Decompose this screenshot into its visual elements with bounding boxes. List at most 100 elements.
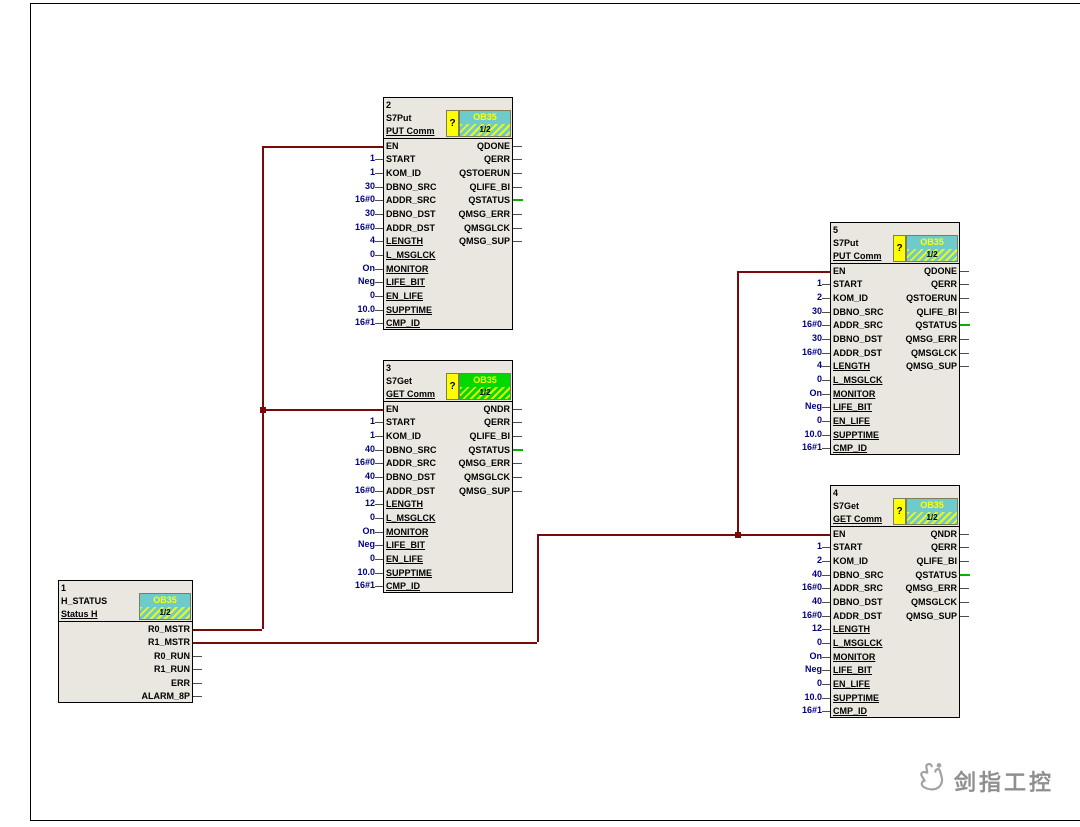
pin-value-dbno_dst[interactable]: 30	[776, 333, 822, 344]
pin-value-cmp_id[interactable]: 16#1	[329, 317, 375, 328]
wire-segment[interactable]	[537, 534, 830, 536]
pin-value-dbno_dst[interactable]: 30	[329, 208, 375, 219]
input-pin-en_life[interactable]: EN_LIFE	[831, 416, 870, 426]
output-pin-r0_run[interactable]: R0_RUN	[154, 651, 192, 661]
pin-value-addr_src[interactable]: 16#0	[776, 319, 822, 330]
pin-value-monitor[interactable]: On	[776, 651, 822, 662]
input-pin-length[interactable]: LENGTH	[384, 499, 423, 509]
input-pin-supptime[interactable]: SUPPTIME	[384, 305, 432, 315]
pin-value-kom_id[interactable]: 2	[776, 555, 822, 566]
input-pin-en[interactable]: EN	[831, 529, 846, 539]
task-badge[interactable]: ?OB351/2	[446, 110, 511, 137]
output-pin-qmsg_err[interactable]: QMSG_ERR	[905, 334, 959, 344]
output-pin-qmsglck[interactable]: QMSGLCK	[464, 223, 512, 233]
wire-segment[interactable]	[262, 409, 383, 411]
input-pin-en_life[interactable]: EN_LIFE	[384, 291, 423, 301]
pin-value-addr_dst[interactable]: 16#0	[776, 347, 822, 358]
output-pin-qerr[interactable]: QERR	[931, 279, 959, 289]
pin-value-supptime[interactable]: 10.0	[329, 567, 375, 578]
input-pin-en_life[interactable]: EN_LIFE	[384, 554, 423, 564]
block-5[interactable]: 5S7PutPUT Comm?OB351/2ENQDONESTARTQERRKO…	[830, 222, 960, 455]
pin-value-l_msglck[interactable]: 0	[776, 637, 822, 648]
pin-value-dbno_src[interactable]: 40	[776, 569, 822, 580]
task-badge[interactable]: ?OB351/2	[893, 498, 958, 525]
pin-value-length[interactable]: 12	[329, 498, 375, 509]
output-pin-qmsg_sup[interactable]: QMSG_SUP	[906, 361, 959, 371]
wire-segment[interactable]	[737, 271, 830, 273]
pin-value-cmp_id[interactable]: 16#1	[776, 705, 822, 716]
input-pin-addr_src[interactable]: ADDR_SRC	[831, 320, 883, 330]
output-pin-qmsglck[interactable]: QMSGLCK	[911, 597, 959, 607]
input-pin-supptime[interactable]: SUPPTIME	[831, 693, 879, 703]
pin-value-life_bit[interactable]: Neg	[329, 276, 375, 287]
output-pin-qerr[interactable]: QERR	[484, 417, 512, 427]
output-pin-qlife_bi[interactable]: QLIFE_BI	[469, 182, 512, 192]
pin-value-en_life[interactable]: 0	[329, 553, 375, 564]
pin-value-kom_id[interactable]: 1	[329, 430, 375, 441]
output-pin-qndr[interactable]: QNDR	[931, 529, 960, 539]
output-pin-qstatus[interactable]: QSTATUS	[915, 320, 959, 330]
pin-value-monitor[interactable]: On	[776, 388, 822, 399]
output-pin-qerr[interactable]: QERR	[484, 154, 512, 164]
pin-value-en_life[interactable]: 0	[329, 290, 375, 301]
input-pin-kom_id[interactable]: KOM_ID	[831, 556, 868, 566]
pin-value-monitor[interactable]: On	[329, 263, 375, 274]
pin-value-life_bit[interactable]: Neg	[776, 401, 822, 412]
input-pin-dbno_dst[interactable]: DBNO_DST	[384, 472, 436, 482]
input-pin-length[interactable]: LENGTH	[384, 236, 423, 246]
task-badge[interactable]: OB351/2	[139, 593, 191, 620]
input-pin-addr_src[interactable]: ADDR_SRC	[831, 583, 883, 593]
output-pin-qmsg_err[interactable]: QMSG_ERR	[458, 458, 512, 468]
input-pin-addr_dst[interactable]: ADDR_DST	[384, 486, 435, 496]
output-pin-qdone[interactable]: QDONE	[924, 266, 959, 276]
output-pin-r1_run[interactable]: R1_RUN	[154, 664, 192, 674]
output-pin-qmsg_err[interactable]: QMSG_ERR	[905, 583, 959, 593]
input-pin-length[interactable]: LENGTH	[831, 624, 870, 634]
pin-value-start[interactable]: 1	[329, 153, 375, 164]
output-pin-qmsg_sup[interactable]: QMSG_SUP	[906, 611, 959, 621]
pin-value-start[interactable]: 1	[776, 278, 822, 289]
pin-value-life_bit[interactable]: Neg	[776, 664, 822, 675]
input-pin-start[interactable]: START	[384, 154, 415, 164]
input-pin-dbno_dst[interactable]: DBNO_DST	[384, 209, 436, 219]
pin-value-cmp_id[interactable]: 16#1	[776, 442, 822, 453]
pin-value-length[interactable]: 4	[329, 235, 375, 246]
input-pin-life_bit[interactable]: LIFE_BIT	[831, 402, 872, 412]
input-pin-start[interactable]: START	[384, 417, 415, 427]
output-pin-alarm_8p[interactable]: ALARM_8P	[141, 691, 192, 701]
input-pin-addr_src[interactable]: ADDR_SRC	[384, 195, 436, 205]
pin-value-start[interactable]: 1	[776, 541, 822, 552]
pin-value-en_life[interactable]: 0	[776, 678, 822, 689]
output-pin-qstoerun[interactable]: QSTOERUN	[906, 293, 959, 303]
pin-value-l_msglck[interactable]: 0	[329, 249, 375, 260]
input-pin-life_bit[interactable]: LIFE_BIT	[384, 540, 425, 550]
pin-value-supptime[interactable]: 10.0	[776, 692, 822, 703]
pin-value-dbno_dst[interactable]: 40	[776, 596, 822, 607]
input-pin-cmp_id[interactable]: CMP_ID	[384, 318, 420, 328]
input-pin-addr_src[interactable]: ADDR_SRC	[384, 458, 436, 468]
input-pin-en[interactable]: EN	[831, 266, 846, 276]
wire-segment[interactable]	[193, 642, 537, 644]
pin-value-supptime[interactable]: 10.0	[776, 429, 822, 440]
input-pin-dbno_dst[interactable]: DBNO_DST	[831, 597, 883, 607]
input-pin-dbno_dst[interactable]: DBNO_DST	[831, 334, 883, 344]
pin-value-supptime[interactable]: 10.0	[329, 304, 375, 315]
wire-segment[interactable]	[193, 629, 262, 631]
input-pin-dbno_src[interactable]: DBNO_SRC	[384, 182, 437, 192]
pin-value-cmp_id[interactable]: 16#1	[329, 580, 375, 591]
input-pin-monitor[interactable]: MONITOR	[384, 527, 428, 537]
wire-segment[interactable]	[262, 146, 264, 629]
input-pin-en[interactable]: EN	[384, 141, 399, 151]
pin-value-dbno_dst[interactable]: 40	[329, 471, 375, 482]
input-pin-l_msglck[interactable]: L_MSGLCK	[831, 375, 883, 385]
input-pin-life_bit[interactable]: LIFE_BIT	[831, 665, 872, 675]
input-pin-en[interactable]: EN	[384, 404, 399, 414]
pin-value-dbno_src[interactable]: 30	[329, 181, 375, 192]
input-pin-supptime[interactable]: SUPPTIME	[831, 430, 879, 440]
pin-value-life_bit[interactable]: Neg	[329, 539, 375, 550]
input-pin-cmp_id[interactable]: CMP_ID	[384, 581, 420, 591]
output-pin-qndr[interactable]: QNDR	[484, 404, 513, 414]
input-pin-cmp_id[interactable]: CMP_ID	[831, 706, 867, 716]
output-pin-qlife_bi[interactable]: QLIFE_BI	[469, 431, 512, 441]
pin-value-addr_src[interactable]: 16#0	[329, 457, 375, 468]
